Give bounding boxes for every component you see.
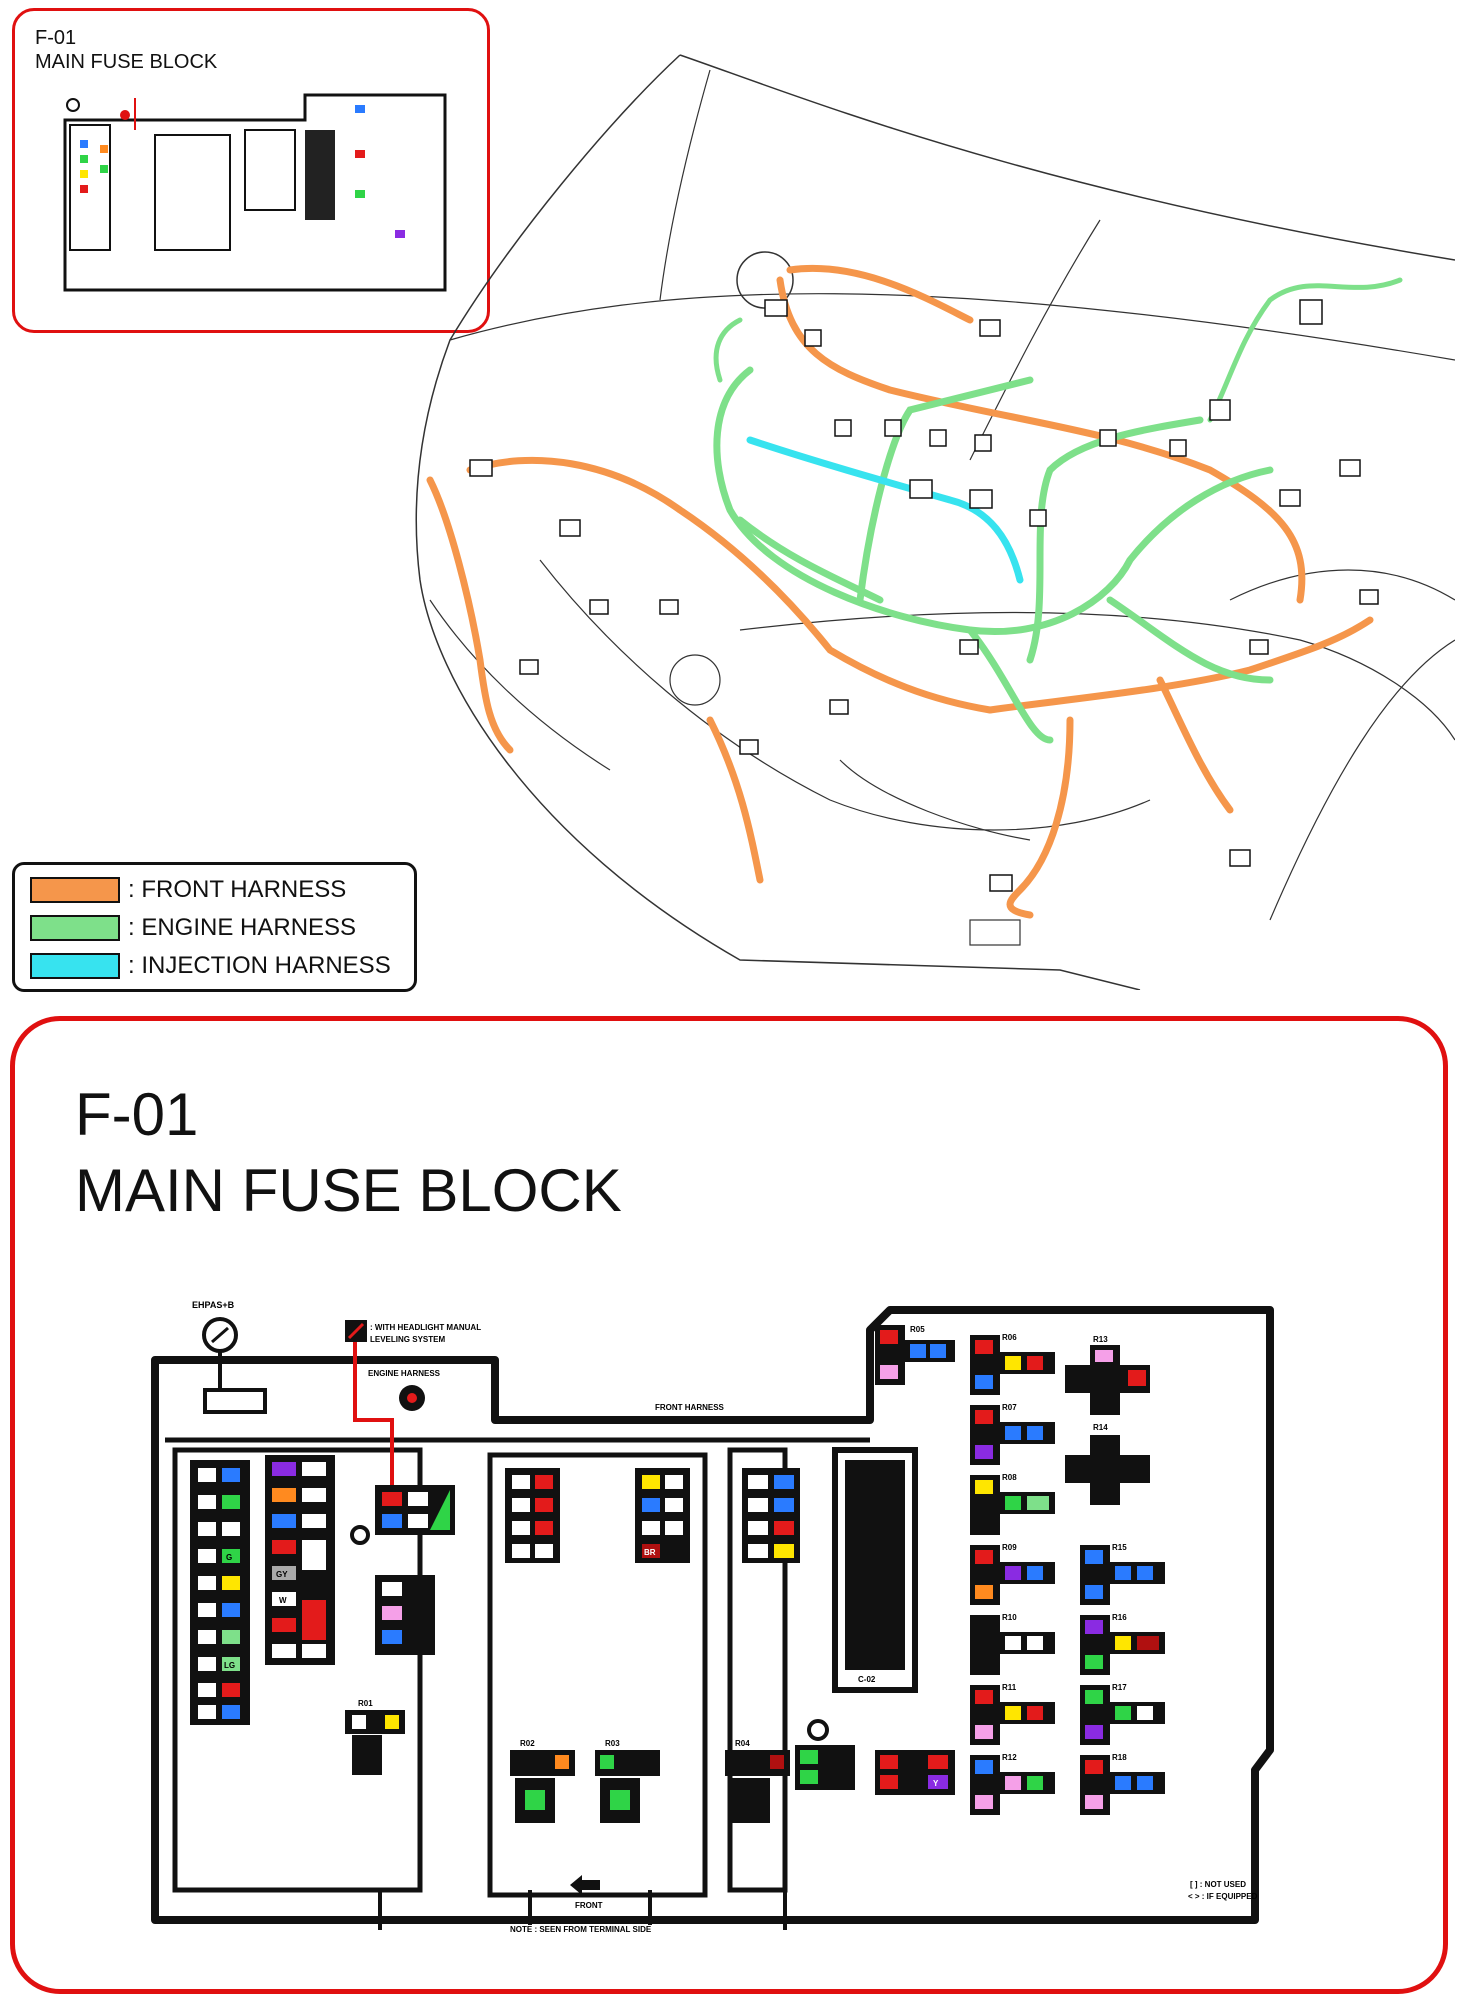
legend-item-injection-harness: : INJECTION HARNESS: [30, 951, 391, 981]
relay-R05: R05: [875, 1325, 955, 1385]
relay-R03: R03: [595, 1739, 660, 1823]
main-name-title: MAIN FUSE BLOCK: [75, 1157, 622, 1224]
relay-label: R15: [1112, 1543, 1127, 1552]
relay-R07: R07: [970, 1403, 1055, 1465]
relay-R08: R08: [970, 1473, 1055, 1535]
thumbnail-code: F-01: [35, 27, 77, 49]
wire-code-br: BR: [644, 1548, 656, 1557]
thumbnail-fuse-block-diagram: [63, 93, 447, 292]
injection-harness-swatch: [30, 953, 120, 979]
relay-R15: R15: [1080, 1543, 1165, 1605]
relay-label: R05: [910, 1325, 925, 1334]
left-fuse-column-2: GY W: [265, 1455, 335, 1665]
left-fuse-frame: [172, 1447, 423, 1893]
main-fuse-block-callout: [10, 1016, 1448, 1994]
ehpas-label: EHPAS+B: [192, 1300, 235, 1310]
center-fuse-column: BR: [505, 1468, 690, 1563]
legend-item-front-harness: : FRONT HARNESS: [30, 875, 346, 905]
relay-R12: R12: [970, 1753, 1055, 1815]
if-equipped-note: < > : IF EQUIPPED: [1188, 1892, 1258, 1901]
relay-R17: R17: [1080, 1683, 1165, 1745]
relay-label: R13: [1093, 1335, 1108, 1344]
legend-label: : FRONT HARNESS: [128, 876, 347, 903]
wire-code-lg: LG: [224, 1661, 235, 1670]
engine-harness-swatch: [30, 915, 120, 941]
thumbnail-callout: [12, 8, 490, 333]
relay-label: R17: [1112, 1683, 1127, 1692]
not-used-note: [ ] : NOT USED: [1190, 1880, 1246, 1889]
front-arrow-label: FRONT: [575, 1901, 603, 1910]
relay-label: R06: [1002, 1333, 1017, 1342]
front-harness-label: FRONT HARNESS: [655, 1403, 725, 1412]
relay-label: R12: [1002, 1753, 1017, 1762]
relay-R10: R10: [970, 1613, 1055, 1675]
relay-R11: R11: [970, 1683, 1055, 1745]
left-fuse-column-1: G LG: [190, 1460, 250, 1725]
relay-R09: R09: [970, 1543, 1055, 1605]
relay-label: R02: [520, 1739, 535, 1748]
relay-label: R07: [1002, 1403, 1017, 1412]
front-harness-swatch: [30, 877, 120, 903]
relay-label: R11: [1002, 1683, 1017, 1692]
relay-R04: R04: [725, 1739, 790, 1823]
relay-R18: R18: [1080, 1753, 1165, 1815]
wire-code-g: G: [226, 1553, 232, 1562]
wire-code-w: W: [279, 1596, 287, 1605]
connector-C02: C-02: [832, 1447, 918, 1693]
headlight-note-line1: : WITH HEADLIGHT MANUAL: [370, 1323, 481, 1332]
relay-R13: R13: [1065, 1335, 1150, 1415]
relay-label: R16: [1112, 1613, 1127, 1622]
relay-label: R14: [1093, 1423, 1108, 1432]
relay-label: R03: [605, 1739, 620, 1748]
thumbnail-name: MAIN FUSE BLOCK: [35, 51, 218, 73]
center-fuse-frame: [487, 1452, 708, 1898]
engine-harness-label: ENGINE HARNESS: [368, 1369, 441, 1378]
legend-item-engine-harness: : ENGINE HARNESS: [30, 913, 356, 943]
wire-code-y: Y: [933, 1779, 939, 1788]
relay-label: R09: [1002, 1543, 1017, 1552]
engine-bay-illustration: [415, 54, 1455, 990]
wire-code-gy: GY: [276, 1570, 288, 1579]
main-code-title: F-01: [75, 1081, 199, 1148]
relay-label: R18: [1112, 1753, 1127, 1762]
relay-label: R04: [735, 1739, 750, 1748]
right-fuse-column: [742, 1468, 800, 1563]
legend-label: : INJECTION HARNESS: [128, 952, 391, 979]
relay-R16: R16: [1080, 1613, 1165, 1675]
relay-R06: R06: [970, 1333, 1055, 1395]
main-fuse-block-diagram: EHPAS+B : WITH HEADLIGHT MANUAL LEVELING…: [151, 1300, 1274, 1934]
front-arrow-icon: [570, 1875, 600, 1895]
housing-outline: [151, 1306, 1274, 1924]
right-fuse-frame: [727, 1447, 788, 1893]
connector-label: C-02: [858, 1675, 876, 1684]
relay-label: R10: [1002, 1613, 1017, 1622]
relay-label: R01: [358, 1699, 373, 1708]
legend-label: : ENGINE HARNESS: [128, 914, 357, 941]
relay-R02: R02: [510, 1739, 575, 1823]
relay-label: R08: [1002, 1473, 1017, 1482]
terminal-side-note: NOTE : SEEN FROM TERMINAL SIDE: [510, 1925, 652, 1934]
headlight-note-line2: LEVELING SYSTEM: [370, 1335, 445, 1344]
relay-R01: R01: [345, 1699, 405, 1775]
thumbnail-title: F-01 MAIN FUSE BLOCK: [35, 26, 217, 74]
headlight-red-wire: [353, 1342, 394, 1490]
relay-R14: R14: [1065, 1423, 1150, 1505]
harness-legend: : FRONT HARNESS : ENGINE HARNESS : INJEC…: [12, 862, 417, 992]
